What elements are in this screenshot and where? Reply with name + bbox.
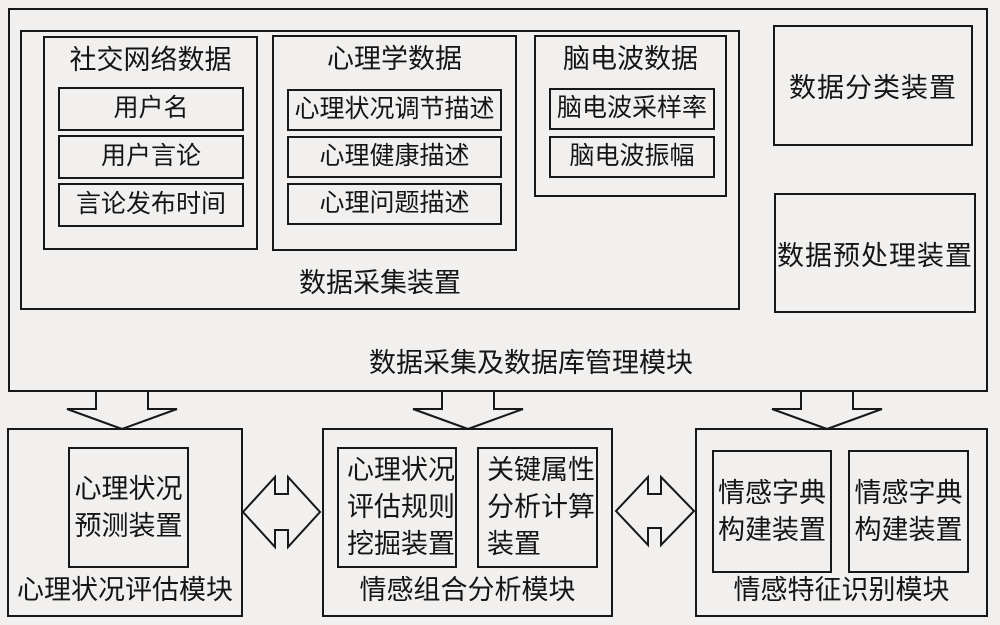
data-collection-management-module: 社交网络数据 用户名 用户言论 言论发布时间 心理学数据 心理状况调节描述 心理…	[8, 8, 988, 392]
key-attribute-analysis-device-box: 关键属性 分析计算 装置	[477, 447, 598, 568]
emotion-combination-analysis-module: 心理状况 评估规则 挖掘装置 关键属性 分析计算 装置 情感组合分析模块	[322, 428, 613, 617]
data-classification-device-box: 数据分类装置	[773, 25, 973, 146]
mental-state-assessment-module: 心理状况 预测装置 心理状况评估模块	[7, 428, 243, 617]
down-arrow-icon	[771, 390, 883, 431]
field-username: 用户名	[58, 87, 244, 131]
mental-state-prediction-device-box: 心理状况 预测装置	[68, 447, 189, 568]
down-arrow-icon	[66, 390, 178, 431]
data-collection-device-label: 数据采集装置	[299, 268, 461, 298]
group-brainwave-title: 脑电波数据	[563, 44, 698, 74]
emotion-dictionary-building-device-box-1: 情感字典 构建装置	[712, 450, 832, 573]
group-psychology-title: 心理学数据	[327, 44, 462, 74]
group-social-network-title: 社交网络数据	[69, 45, 232, 75]
emotion-dictionary-building-device-box-2: 情感字典 构建装置	[848, 450, 969, 573]
field-comment-publish-time: 言论发布时间	[58, 183, 244, 227]
field-mental-health-desc: 心理健康描述	[287, 136, 502, 178]
emotion-combination-analysis-module-label: 情感组合分析模块	[359, 575, 576, 605]
data-preprocessing-device-box: 数据预处理装置	[774, 193, 976, 313]
group-psychology-data: 心理学数据 心理状况调节描述 心理健康描述 心理问题描述	[272, 35, 517, 251]
field-brainwave-amplitude: 脑电波振幅	[549, 136, 715, 178]
field-brainwave-sampling-rate: 脑电波采样率	[549, 88, 715, 130]
double-arrow-icon	[241, 474, 322, 550]
field-mental-problem-desc: 心理问题描述	[287, 183, 502, 225]
emotion-feature-recognition-module: 情感字典 构建装置 情感字典 构建装置 情感特征识别模块	[695, 428, 988, 617]
assessment-rule-mining-device-box: 心理状况 评估规则 挖掘装置	[337, 447, 457, 568]
group-social-network-data: 社交网络数据 用户名 用户言论 言论发布时间	[43, 36, 258, 250]
mental-state-assessment-module-label: 心理状况评估模块	[17, 575, 233, 605]
group-brainwave-data: 脑电波数据 脑电波采样率 脑电波振幅	[534, 35, 727, 197]
data-collection-management-module-label: 数据采集及数据库管理模块	[369, 348, 693, 378]
emotion-feature-recognition-module-label: 情感特征识别模块	[733, 575, 950, 605]
data-collection-device-box: 社交网络数据 用户名 用户言论 言论发布时间 心理学数据 心理状况调节描述 心理…	[20, 30, 740, 310]
down-arrow-icon	[412, 390, 524, 431]
field-user-comments: 用户言论	[58, 135, 244, 179]
double-arrow-icon	[614, 474, 696, 548]
field-mental-state-adjustment-desc: 心理状况调节描述	[287, 89, 502, 131]
